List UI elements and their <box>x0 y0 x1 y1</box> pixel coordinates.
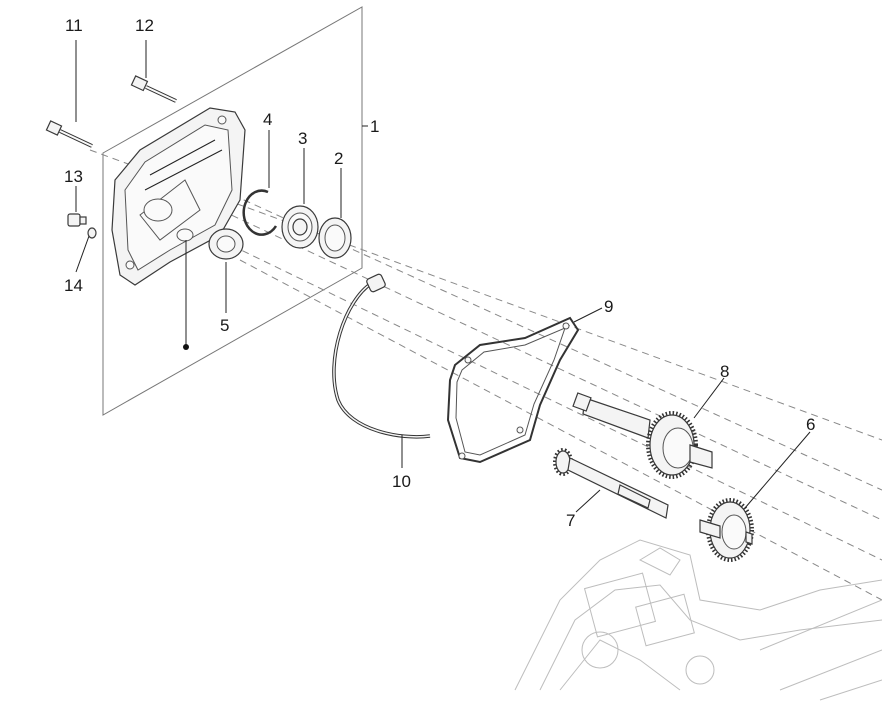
gasket-part <box>446 316 580 464</box>
callout-label-4: 4 <box>263 110 272 129</box>
callout-label-9: 9 <box>604 297 613 316</box>
callout-label-11: 11 <box>65 16 83 35</box>
intermediate-gear-part <box>699 498 754 562</box>
leader-lines <box>75 40 811 513</box>
breather-hose-part <box>332 273 431 439</box>
long-bolt-part <box>45 120 93 148</box>
plug-screw-part <box>67 213 87 227</box>
circlip-part <box>242 189 278 236</box>
callout-label-7: 7 <box>566 511 575 530</box>
cover-part <box>111 107 246 350</box>
callout-label-2: 2 <box>334 149 343 168</box>
output-shaft-part <box>572 392 713 479</box>
callout-labels: 11 12 1 4 3 2 13 14 5 9 8 6 10 7 <box>64 16 815 530</box>
oil-seal-part <box>318 217 352 259</box>
callout-label-10: 10 <box>392 472 411 491</box>
engine-background <box>514 539 882 701</box>
callout-label-3: 3 <box>298 129 307 148</box>
small-bearing-part <box>208 228 244 260</box>
bearing-part <box>281 205 319 249</box>
pinion-shaft-part <box>553 448 669 519</box>
callout-label-13: 13 <box>64 167 83 186</box>
callout-label-6: 6 <box>806 415 815 434</box>
callout-label-1: 1 <box>370 117 379 136</box>
callout-label-12: 12 <box>135 16 154 35</box>
callout-label-5: 5 <box>220 316 229 335</box>
bolt-part <box>130 75 177 103</box>
washer-part <box>87 227 97 239</box>
callout-label-14: 14 <box>64 276 83 295</box>
callout-label-8: 8 <box>720 362 729 381</box>
assembly-frame <box>102 6 363 416</box>
